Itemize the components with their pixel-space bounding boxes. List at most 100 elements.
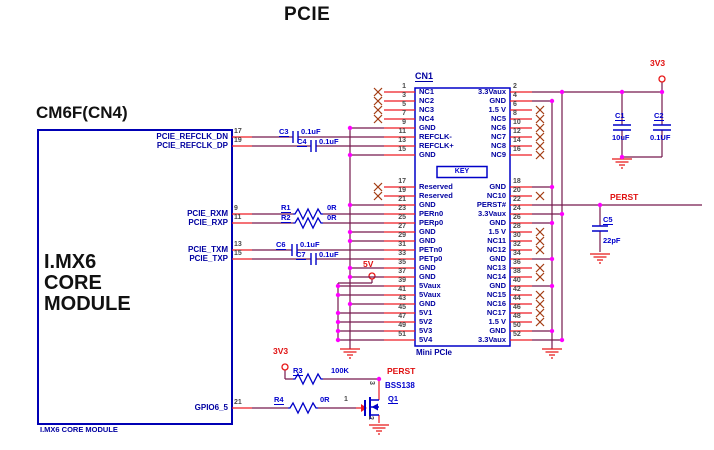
net-wires: [252, 82, 702, 409]
pin-label-left-33: PETp0: [419, 254, 443, 263]
pin-number-right-40: 40: [513, 277, 521, 284]
junction-dot: [347, 238, 353, 244]
pin-number-right-8: 8: [513, 110, 517, 117]
pin-number-left-51: 51: [398, 331, 406, 338]
cap-c5-value: 22pF: [603, 236, 621, 245]
junction-dot: [335, 283, 341, 289]
pin-label-left-41: 5Vaux: [419, 290, 441, 299]
junction-dot: [659, 89, 665, 95]
pin-number-right-42: 42: [513, 286, 521, 293]
pin-label-right-2: 3.3Vaux: [478, 87, 506, 96]
junction-dot: [335, 328, 341, 334]
no-connect-x-icon: [535, 114, 545, 124]
pin-label-left-51: 5V4: [419, 335, 433, 344]
pin-label-right-34: GND: [489, 254, 506, 263]
module-body-text-line1: I.MX6: [44, 251, 97, 273]
resistor-R3-symbol: [293, 372, 323, 386]
pin-label-right-36: NC13: [486, 263, 506, 272]
junction-dot: [335, 292, 341, 298]
res-r3-value: 100K: [331, 366, 349, 375]
resistor-R4-symbol: [288, 401, 318, 415]
pin-number-left-9: 9: [402, 119, 406, 126]
pin-number-left-21: 21: [398, 196, 406, 203]
connector-designator: CN1: [415, 71, 434, 83]
q1-gate-pin-number: 1: [344, 396, 348, 403]
junction-dot: [335, 310, 341, 316]
no-connect-x-icon: [373, 182, 383, 192]
pin-label-right-46: NC17: [486, 308, 506, 317]
pin-number-right-16: 16: [513, 146, 521, 153]
module-pin-label-21: GPIO6_5: [194, 403, 228, 412]
junction-dot: [559, 211, 565, 217]
connector-type-label: Mini PCIe: [416, 348, 453, 357]
junction-dot: [335, 337, 341, 343]
pin-label-left-47: 5V2: [419, 317, 433, 326]
pin-label-right-18: GND: [489, 182, 506, 191]
pin-label-right-22: PERST#: [476, 200, 506, 209]
pin-label-right-52: 3.3Vaux: [478, 335, 506, 344]
no-connect-x-icon: [535, 123, 545, 133]
pin-label-left-21: GND: [419, 200, 436, 209]
module-body-text-line2: CORE: [44, 272, 102, 294]
junction-dot: [549, 328, 555, 334]
no-connect-x-icon: [535, 245, 545, 255]
module-pin-label-13: PCIE_TXM: [187, 245, 228, 254]
module-pin-number-21: 21: [234, 399, 242, 406]
pin-number-right-36: 36: [513, 259, 521, 266]
pin-number-left-25: 25: [398, 214, 406, 221]
pin-number-right-26: 26: [513, 214, 521, 221]
pin-label-left-9: GND: [419, 123, 436, 132]
pin-number-right-22: 22: [513, 196, 521, 203]
pin-number-right-50: 50: [513, 322, 521, 329]
junction-dot: [347, 274, 353, 280]
no-connect-x-icon: [535, 317, 545, 327]
no-connect-x-icon: [535, 299, 545, 309]
pin-number-right-24: 24: [513, 205, 521, 212]
junction-dot: [347, 202, 353, 208]
pin-label-right-48: 1.5 V: [488, 317, 506, 326]
cap-c5-designator: C5: [603, 215, 613, 225]
no-connect-x-icon: [373, 114, 383, 124]
module-body-text-line3: MODULE: [44, 293, 131, 315]
pin-label-right-4: GND: [489, 96, 506, 105]
power-port-5v-icon: [368, 272, 376, 280]
pin-number-left-43: 43: [398, 295, 406, 302]
pin-number-right-52: 52: [513, 331, 521, 338]
pin-label-left-19: Reserved: [419, 191, 453, 200]
pin-number-left-29: 29: [398, 232, 406, 239]
cap-c2-designator: C2: [654, 111, 664, 121]
no-connect-x-icon: [373, 191, 383, 201]
pin-number-right-44: 44: [513, 295, 521, 302]
module-pin-number-9: 9: [234, 205, 238, 212]
pin-label-right-26: GND: [489, 218, 506, 227]
pin-number-right-32: 32: [513, 241, 521, 248]
no-connect-x-icon: [535, 308, 545, 318]
pin-label-right-32: NC12: [486, 245, 506, 254]
pin-label-left-17: Reserved: [419, 182, 453, 191]
pin-label-right-50: GND: [489, 326, 506, 335]
pin-label-right-40: GND: [489, 281, 506, 290]
pin-number-right-2: 2: [513, 83, 517, 90]
pin-number-right-48: 48: [513, 313, 521, 320]
pin-label-right-44: NC16: [486, 299, 506, 308]
cap-c7-designator: C7: [296, 250, 306, 260]
pin-label-left-25: PERp0: [419, 218, 444, 227]
module-pin-label-9: PCIE_RXM: [187, 209, 228, 218]
junction-dot: [549, 184, 555, 190]
resistor-R2-symbol: [293, 216, 323, 230]
pin-number-left-1: 1: [402, 83, 406, 90]
pin-number-right-14: 14: [513, 137, 521, 144]
series-capacitor-plates: [291, 131, 317, 265]
pin-label-left-43: GND: [419, 299, 436, 308]
q1-source-pin-number: 2: [367, 416, 374, 420]
pin-number-right-30: 30: [513, 232, 521, 239]
pin-label-left-11: REFCLK-: [419, 132, 452, 141]
mosfet-q1-part-number: BSS138: [385, 381, 415, 390]
pin-label-left-13: REFCLK+: [419, 141, 454, 150]
pin-number-right-28: 28: [513, 223, 521, 230]
junction-dot: [559, 337, 565, 343]
pin-number-right-20: 20: [513, 187, 521, 194]
pin-label-left-15: GND: [419, 150, 436, 159]
junction-dot: [376, 376, 382, 382]
pin-label-left-1: NC1: [419, 87, 435, 96]
